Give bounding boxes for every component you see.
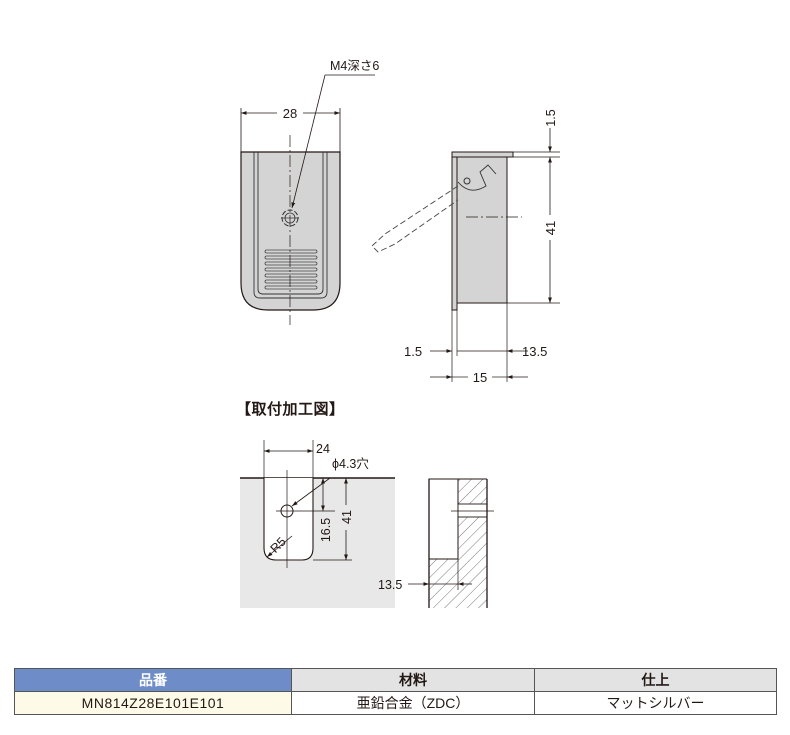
- overall-depth-label: 15: [473, 370, 487, 385]
- header-finish: 仕上: [534, 668, 777, 692]
- flange-thickness-label: 1.5: [544, 109, 558, 126]
- recess-depth-label: 13.5: [378, 578, 402, 592]
- header-material: 材料: [291, 668, 535, 692]
- technical-drawing: 28 M4深さ6: [240, 59, 560, 608]
- header-part-number: 品番: [14, 668, 292, 692]
- depth-dim-label: 13.5: [522, 344, 547, 359]
- height-dim-label: 41: [543, 221, 558, 235]
- cutout-depth-label: 41: [340, 510, 354, 524]
- cell-finish: マットシルバー: [534, 691, 777, 715]
- hole-label: ϕ4.3穴: [332, 456, 369, 471]
- side-view: 1.5 41 1.5 13.5 15: [371, 109, 560, 385]
- hole-position-label: 16.5: [319, 518, 333, 542]
- cutout-width-label: 24: [316, 442, 330, 456]
- front-view: 28 M4深さ6: [240, 59, 379, 325]
- mounting-section-title: 【取付加工図】: [236, 401, 345, 418]
- cell-material: 亜鉛合金（ZDC）: [291, 691, 535, 715]
- table-row: MN814Z28E101E101 亜鉛合金（ZDC） マットシルバー: [14, 691, 777, 715]
- flange-dim-label: 1.5: [404, 344, 422, 359]
- tap-label: M4深さ6: [330, 59, 379, 73]
- spec-table-header: 品番 材料 仕上: [14, 668, 777, 692]
- spec-table: 品番 材料 仕上 MN814Z28E101E101 亜鉛合金（ZDC） マットシ…: [14, 668, 777, 715]
- cell-part-number: MN814Z28E101E101: [14, 691, 292, 715]
- width-dim-label: 28: [283, 106, 297, 121]
- mounting-cutout-drawing: 24 ϕ4.3穴 R5 16.5 41 13.5: [240, 430, 502, 608]
